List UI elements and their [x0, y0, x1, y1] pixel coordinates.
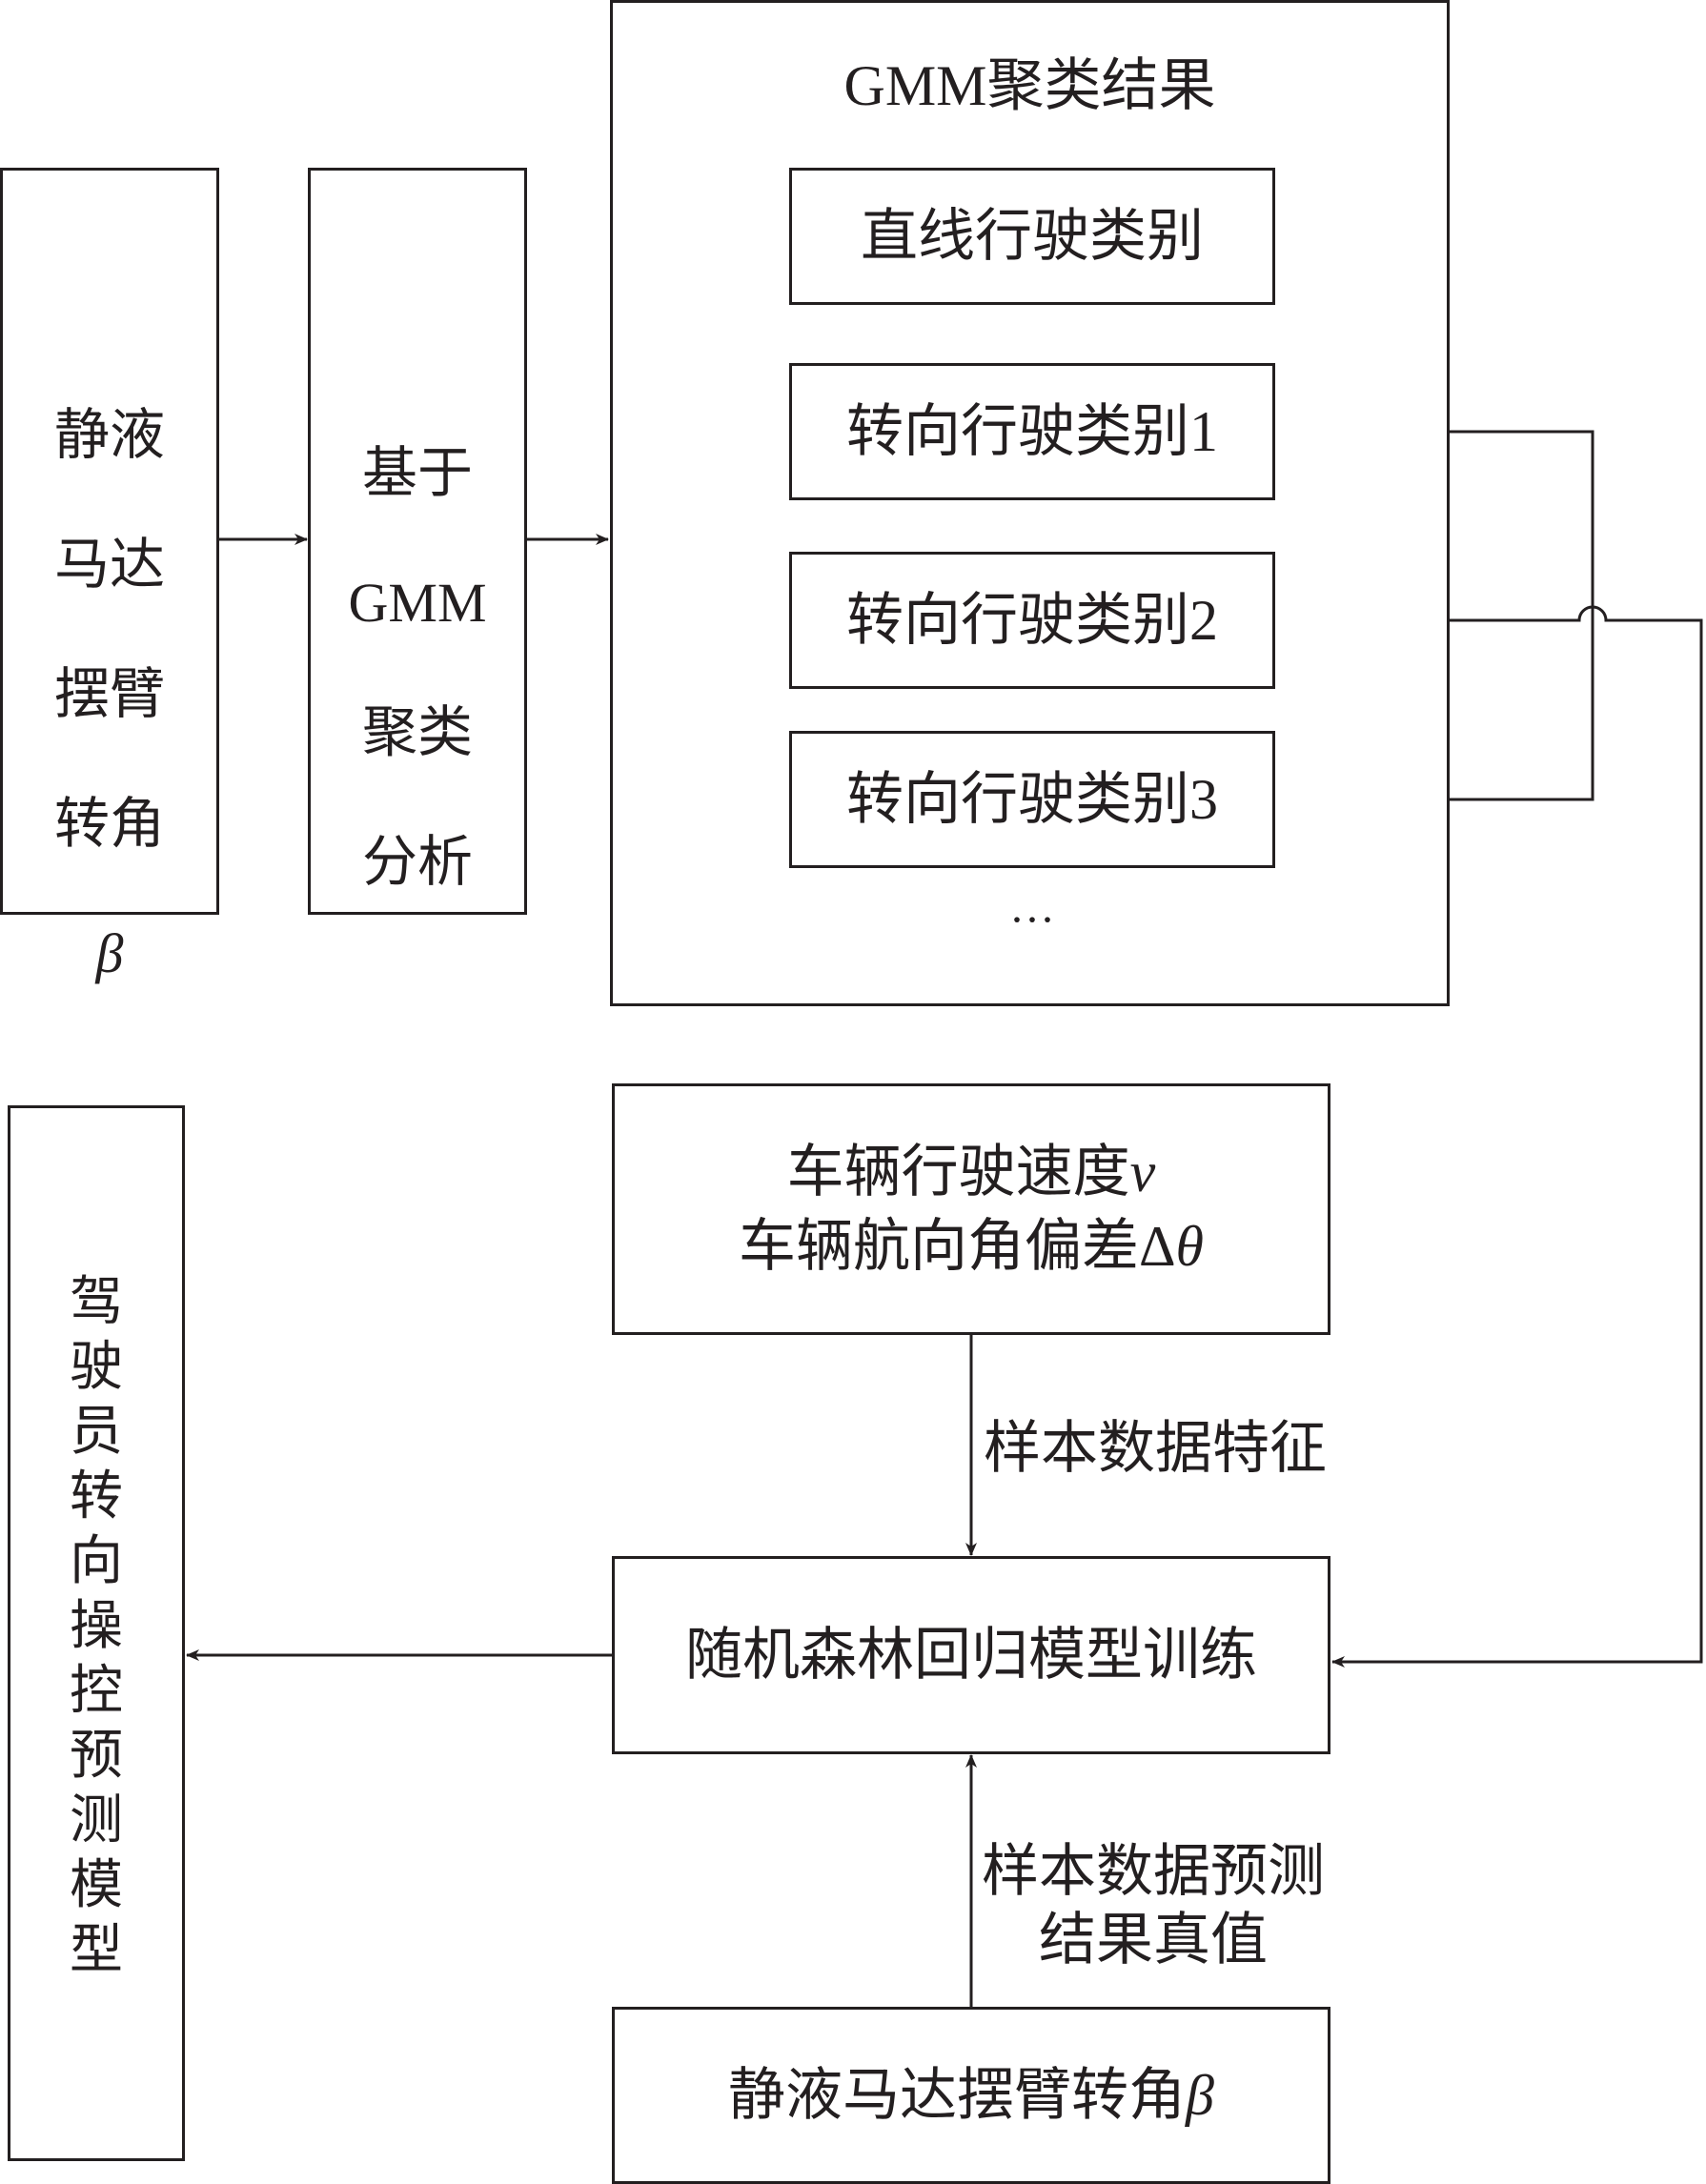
input-line-3: 摆臂	[53, 663, 165, 725]
truth-label-line-1: 样本数据预测	[982, 1840, 1325, 1903]
speed-symbol: v	[1129, 1141, 1156, 1203]
input-line-4: 转角	[53, 793, 165, 855]
label-truth-values: 样本数据预测 结果真值	[982, 1837, 1325, 1974]
gmm-line-4: 分析	[361, 831, 473, 893]
heading-label: 车辆航向角偏差	[738, 1215, 1139, 1278]
gmm-line-3: 聚类	[361, 701, 473, 763]
features-line-2: 车辆航向角偏差Δθ	[739, 1213, 1204, 1280]
features-box: 车辆行驶速度v 车辆航向角偏差Δθ	[612, 1083, 1330, 1335]
class-straight: 直线行驶类别	[789, 168, 1275, 305]
results-ellipsis: ···	[1009, 895, 1055, 945]
speed-label: 车辆行驶速度	[786, 1141, 1130, 1203]
ground-truth-box: 静液马达摆臂转角β	[612, 2007, 1330, 2184]
output-model-box: 驾 驶 员 转 向 操 控 预 测 模 型	[8, 1105, 185, 2161]
label-sample-features: 样本数据特征	[984, 1417, 1327, 1480]
class-turn-3-label: 转向行驶类别3	[846, 768, 1218, 831]
input-line-1: 静液	[53, 404, 165, 466]
class-turn-1: 转向行驶类别1	[789, 363, 1275, 500]
random-forest-label: 随机森林回归模型训练	[685, 1624, 1257, 1687]
input-box-text: 静液 马达 摆臂 转角 β	[3, 338, 216, 1051]
gmm-analysis-box: 基于 GMM 聚类 分析	[308, 168, 527, 915]
wire-class2-to-rf	[1273, 605, 1703, 1668]
heading-delta: Δ	[1138, 1215, 1176, 1278]
gmm-line-1: 基于	[361, 442, 473, 504]
gmm-box-text: 基于 GMM 聚类 分析	[311, 376, 524, 960]
ground-truth-symbol: β	[1186, 2064, 1214, 2127]
input-box: 静液 马达 摆臂 转角 β	[0, 168, 219, 984]
class-turn-2: 转向行驶类别2	[789, 552, 1275, 689]
gmm-line-2: GMM	[348, 572, 487, 634]
class-turn-3: 转向行驶类别3	[789, 731, 1275, 868]
input-symbol: β	[95, 922, 124, 984]
class-turn-2-label: 转向行驶类别2	[846, 589, 1218, 652]
input-line-2: 马达	[53, 534, 165, 596]
class-straight-label: 直线行驶类别	[861, 205, 1204, 268]
random-forest-box: 随机森林回归模型训练	[612, 1556, 1330, 1754]
heading-symbol: θ	[1175, 1215, 1205, 1278]
truth-label-line-2: 结果真值	[1039, 1909, 1268, 1972]
ground-truth-text: 静液马达摆臂转角β	[728, 2062, 1214, 2129]
results-title: GMM聚类结果	[843, 54, 1216, 117]
output-model-label: 驾 驶 员 转 向 操 控 预 测 模 型	[70, 1273, 123, 1980]
ground-truth-label: 静液马达摆臂转角	[728, 2064, 1187, 2127]
class-turn-1-label: 转向行驶类别1	[846, 400, 1218, 463]
features-line-1: 车辆行驶速度v	[787, 1139, 1156, 1205]
